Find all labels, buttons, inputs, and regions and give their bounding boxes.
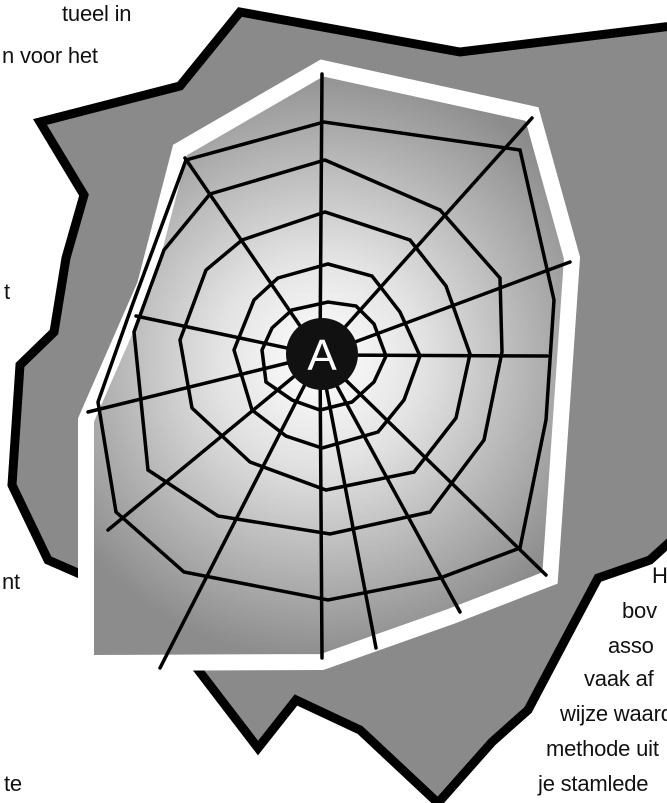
hub-label: A (307, 331, 337, 380)
